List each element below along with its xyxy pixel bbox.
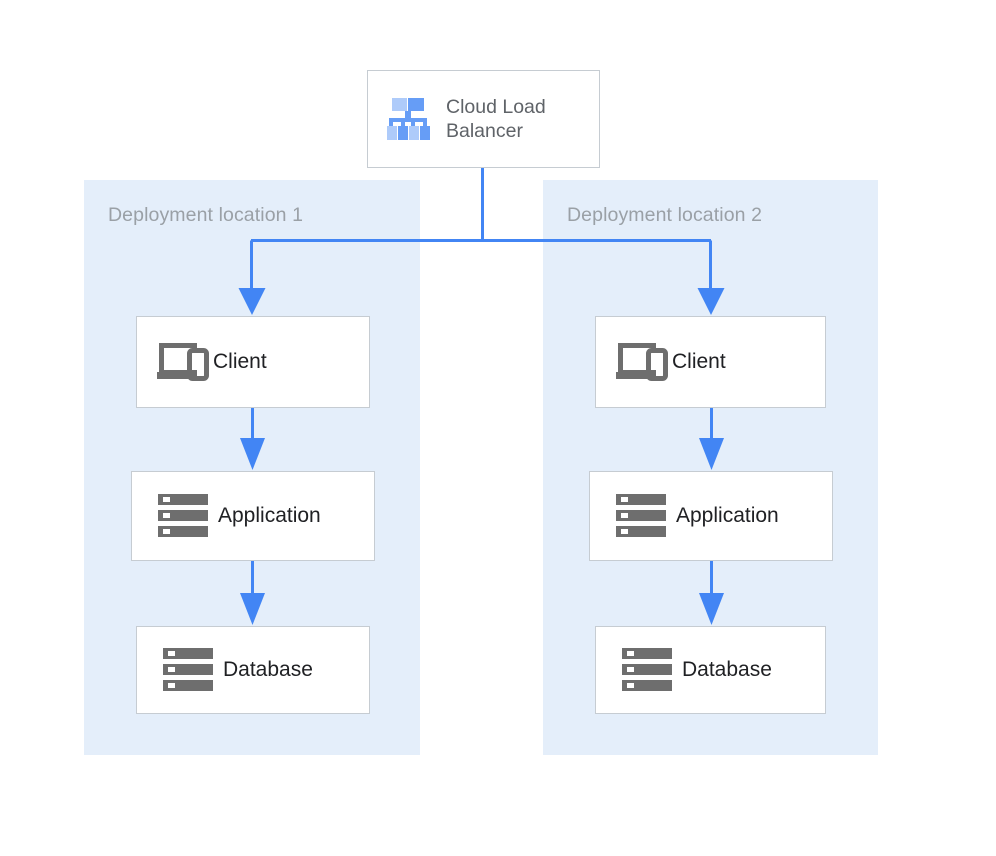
node-client-location-2[interactable]: Client xyxy=(595,316,826,408)
laptop-and-phone-icon xyxy=(614,339,672,385)
node-application-location-1[interactable]: Application xyxy=(131,471,375,561)
node-label: Application xyxy=(676,504,779,527)
server-rack-icon xyxy=(161,646,223,694)
node-database-location-1[interactable]: Database xyxy=(136,626,370,714)
node-label: Application xyxy=(218,504,321,527)
laptop-and-phone-icon xyxy=(155,339,213,385)
deployment-location-1-label: Deployment location 1 xyxy=(108,204,304,226)
load-balancer-hierarchy-icon xyxy=(384,95,440,143)
node-label: Client xyxy=(213,350,267,373)
node-label: Client xyxy=(672,350,726,373)
deployment-location-2-label: Deployment location 2 xyxy=(567,204,763,226)
server-rack-icon xyxy=(620,646,682,694)
server-rack-icon xyxy=(156,492,218,540)
node-label: Database xyxy=(682,658,772,681)
node-database-location-2[interactable]: Database xyxy=(595,626,826,714)
node-application-location-2[interactable]: Application xyxy=(589,471,833,561)
node-label: Database xyxy=(223,658,313,681)
node-client-location-1[interactable]: Client xyxy=(136,316,370,408)
server-rack-icon xyxy=(614,492,676,540)
node-label: Cloud Load Balancer xyxy=(446,96,546,142)
node-cloud-load-balancer[interactable]: Cloud Load Balancer xyxy=(367,70,600,168)
